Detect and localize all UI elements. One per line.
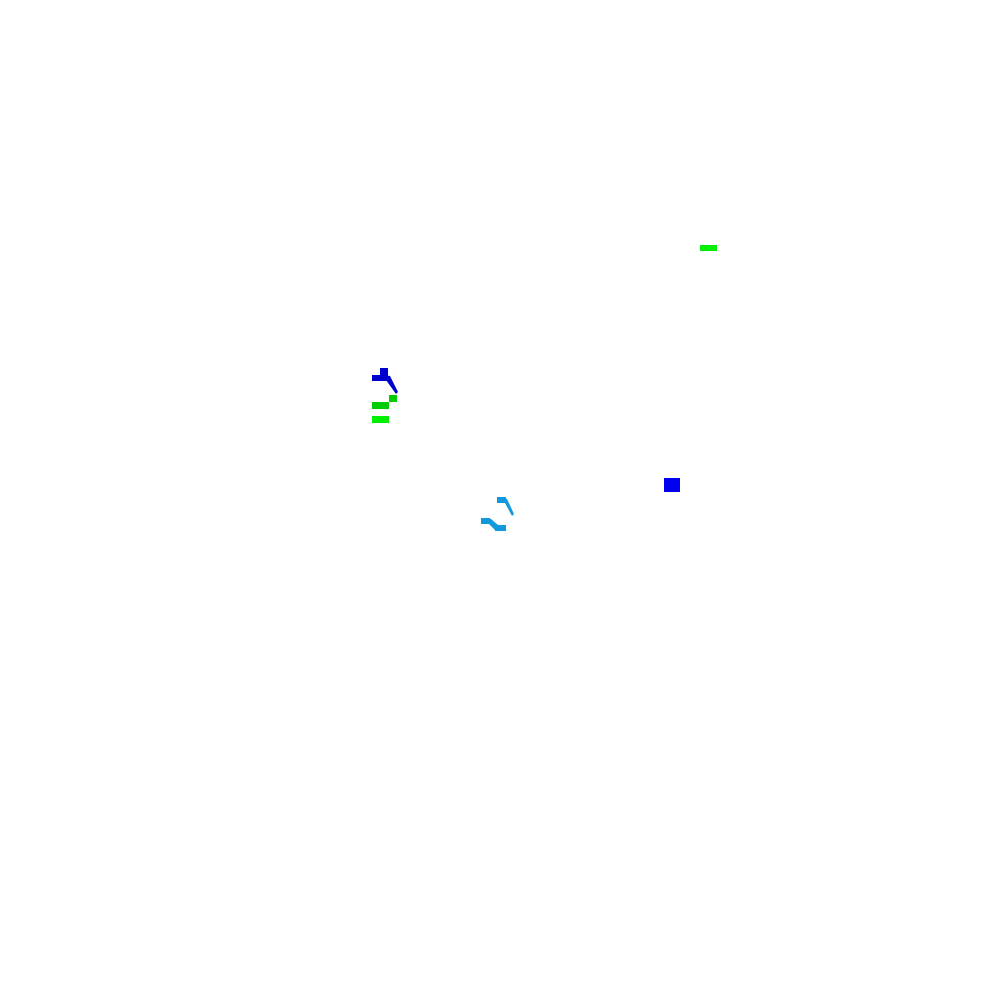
left-blue-hook-nub: [380, 368, 388, 376]
sky-blue-curve-left: [481, 518, 490, 524]
left-blue-hook-tail: [384, 375, 398, 394]
top-right-green-dash: [700, 245, 717, 251]
left-blue-hook-bar: [372, 375, 388, 381]
left-green-dashes: [372, 395, 397, 423]
sky-blue-curve-bottom: [495, 525, 506, 531]
left-blue-hook: [372, 368, 398, 394]
center-sky-blue-curve: [481, 497, 514, 531]
center-blue-square: [664, 478, 680, 492]
left-green-dash-lower: [372, 416, 389, 423]
left-green-dot: [389, 395, 397, 402]
sky-blue-curve-top: [497, 497, 506, 503]
sky-blue-curve-arc: [503, 497, 514, 516]
left-green-dash-upper: [372, 402, 389, 409]
